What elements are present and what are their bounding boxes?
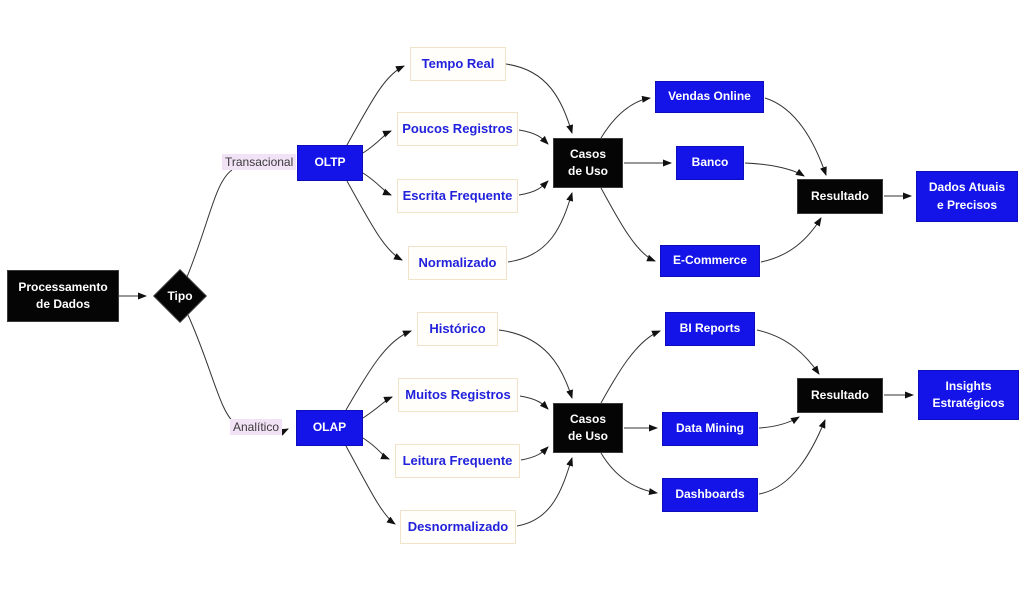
node-historico: Histórico — [417, 312, 498, 346]
node-tempo-real: Tempo Real — [410, 47, 506, 81]
node-leitura-frequente: Leitura Frequente — [395, 444, 520, 478]
node-casos-de-uso-olap: Casos de Uso — [553, 403, 623, 453]
node-insights-estrategicos: Insights Estratégicos — [918, 370, 1019, 420]
node-oltp: OLTP — [297, 145, 363, 181]
node-dados-atuais-e-precisos: Dados Atuais e Precisos — [916, 171, 1018, 222]
node-normalizado: Normalizado — [408, 246, 507, 280]
node-data-mining: Data Mining — [662, 412, 758, 446]
node-casos-de-uso-oltp: Casos de Uso — [553, 138, 623, 188]
node-resultado-olap: Resultado — [797, 378, 883, 413]
node-dashboards: Dashboards — [662, 478, 758, 512]
edge-label-analitico: Analítico — [230, 419, 283, 436]
node-desnormalizado: Desnormalizado — [400, 510, 516, 544]
node-tipo-decision: Tipo — [153, 269, 207, 323]
node-muitos-registros: Muitos Registros — [398, 378, 518, 412]
node-resultado-oltp: Resultado — [797, 179, 883, 214]
node-bi-reports: BI Reports — [665, 312, 755, 346]
edge-label-transacional: Transacional — [222, 154, 297, 171]
node-vendas-online: Vendas Online — [655, 81, 764, 113]
diamond-label: Tipo — [167, 289, 193, 303]
node-olap: OLAP — [296, 410, 363, 446]
node-escrita-frequente: Escrita Frequente — [397, 179, 518, 213]
node-processamento-de-dados: Processamento de Dados — [7, 270, 119, 322]
node-e-commerce: E-Commerce — [660, 245, 760, 277]
node-poucos-registros: Poucos Registros — [397, 112, 518, 146]
node-banco: Banco — [676, 146, 744, 180]
